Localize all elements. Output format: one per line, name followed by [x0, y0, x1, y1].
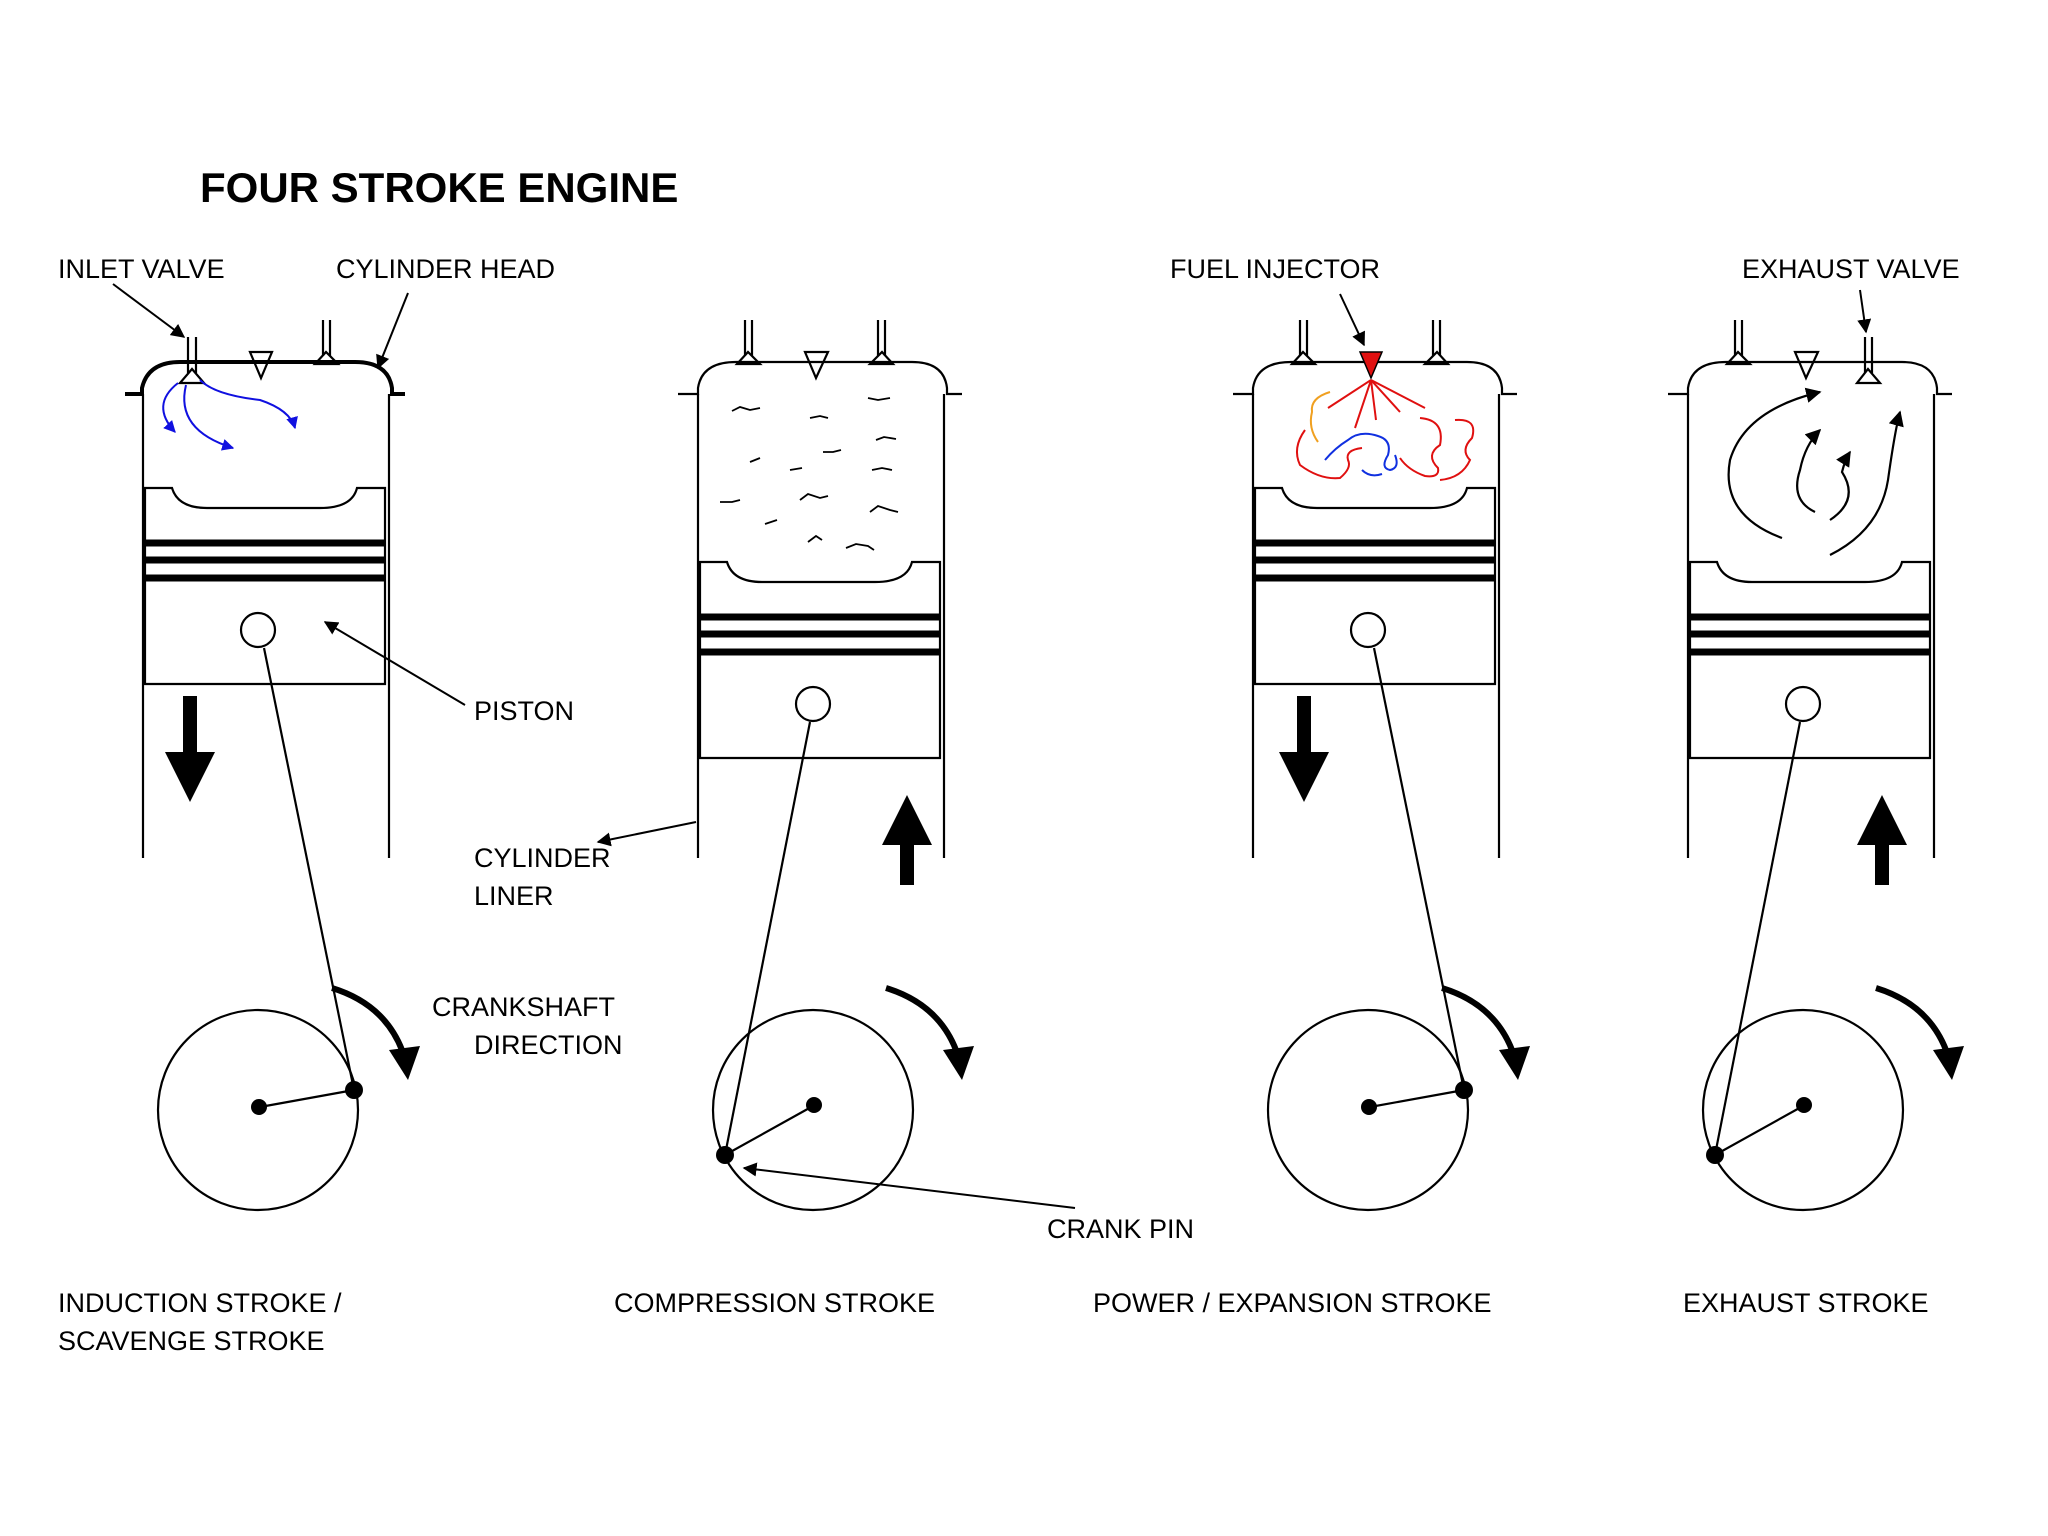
crank-pin: [1706, 1146, 1724, 1164]
crank-rotation-arrow: [885, 985, 959, 1052]
crankshaft-direction-label-line2: DIRECTION: [474, 1030, 623, 1060]
crank-web: [724, 1105, 814, 1156]
inlet-valve: [177, 337, 207, 385]
piston-direction-up-arrow: [882, 795, 932, 885]
crankshaft-direction-label-line1: CRANKSHAFT: [432, 992, 615, 1022]
engine-power: [1233, 320, 1530, 1212]
crank-rotation-arrow: [1441, 985, 1515, 1052]
crank-wheel: [1701, 1008, 1905, 1212]
crank-wheel: [1266, 1008, 1470, 1212]
engine-compression: [678, 320, 974, 1212]
crank-pin: [1455, 1081, 1473, 1099]
stroke-compression-label: COMPRESSION STROKE: [614, 1288, 935, 1318]
intake-flow: [162, 379, 298, 451]
cylinder-head-label: CYLINDER HEAD: [336, 254, 555, 284]
piston-direction-down-arrow: [1279, 696, 1329, 802]
exhaust-valve: [1422, 320, 1451, 366]
inlet-valve: [1289, 320, 1318, 366]
cylinder-liner-label-line1: CYLINDER: [474, 843, 611, 873]
fuel-injector-icon: [1358, 351, 1384, 380]
diagram-title: FOUR STROKE ENGINE: [200, 164, 678, 211]
crank-web: [1714, 1105, 1804, 1156]
crankshaft-center: [251, 1099, 267, 1115]
fuel-injector-label: FUEL INJECTOR: [1170, 254, 1380, 284]
engine-induction: [125, 320, 420, 1212]
crank-web: [1369, 1088, 1465, 1109]
injector-icon: [1793, 350, 1820, 381]
piston: [1253, 486, 1497, 686]
connecting-rod: [262, 647, 356, 1091]
exhaust-valve: [867, 320, 896, 366]
gudgeon-pin: [239, 611, 277, 649]
exhaust-flow: [1727, 387, 1904, 556]
cylinder-liner-label-line2: LINER: [474, 881, 554, 911]
inlet-valve: [734, 320, 763, 366]
gudgeon-pin: [1784, 685, 1822, 723]
piston: [1688, 560, 1932, 760]
combustion-flame: [1295, 379, 1475, 481]
cylinder-head: [1233, 360, 1517, 396]
connecting-rod: [1713, 721, 1802, 1156]
crankshaft-center: [1796, 1097, 1812, 1113]
crank-web: [259, 1088, 355, 1109]
piston: [698, 560, 942, 760]
exhaust-valve: [1854, 337, 1883, 385]
gudgeon-pin: [794, 685, 832, 723]
exhaust-valve-label: EXHAUST VALVE: [1742, 254, 1960, 284]
piston-label: PISTON: [474, 696, 574, 726]
stroke-induction-label-line1: INDUCTION STROKE /: [58, 1288, 342, 1318]
crank-pin: [716, 1146, 734, 1164]
crank-wheel: [156, 1008, 360, 1212]
injector-icon: [803, 350, 830, 381]
piston-direction-up-arrow: [1857, 795, 1907, 885]
piston-direction-down-arrow: [165, 696, 215, 802]
crankshaft-center: [806, 1097, 822, 1113]
stroke-power-label: POWER / EXPANSION STROKE: [1093, 1288, 1492, 1318]
gudgeon-pin: [1349, 611, 1387, 649]
crank-pin: [345, 1081, 363, 1099]
leader-lines: [112, 283, 1872, 1209]
crank-rotation-arrow: [1875, 985, 1949, 1052]
connecting-rod: [1372, 647, 1466, 1091]
piston: [143, 486, 387, 686]
inlet-valve: [1724, 320, 1753, 366]
exhaust-valve: [312, 320, 341, 366]
crank-rotation-arrow: [331, 985, 405, 1052]
connecting-rod: [723, 721, 812, 1156]
stroke-exhaust-label: EXHAUST STROKE: [1683, 1288, 1929, 1318]
crank-wheel: [711, 1008, 915, 1212]
engine-exhaust: [1668, 320, 1964, 1212]
crank-pin-label: CRANK PIN: [1047, 1214, 1194, 1244]
injector-icon: [248, 350, 274, 381]
stroke-induction-label-line2: SCAVENGE STROKE: [58, 1326, 325, 1356]
crankshaft-center: [1361, 1099, 1377, 1115]
compressed-air: [720, 397, 899, 551]
inlet-valve-label: INLET VALVE: [58, 254, 225, 284]
